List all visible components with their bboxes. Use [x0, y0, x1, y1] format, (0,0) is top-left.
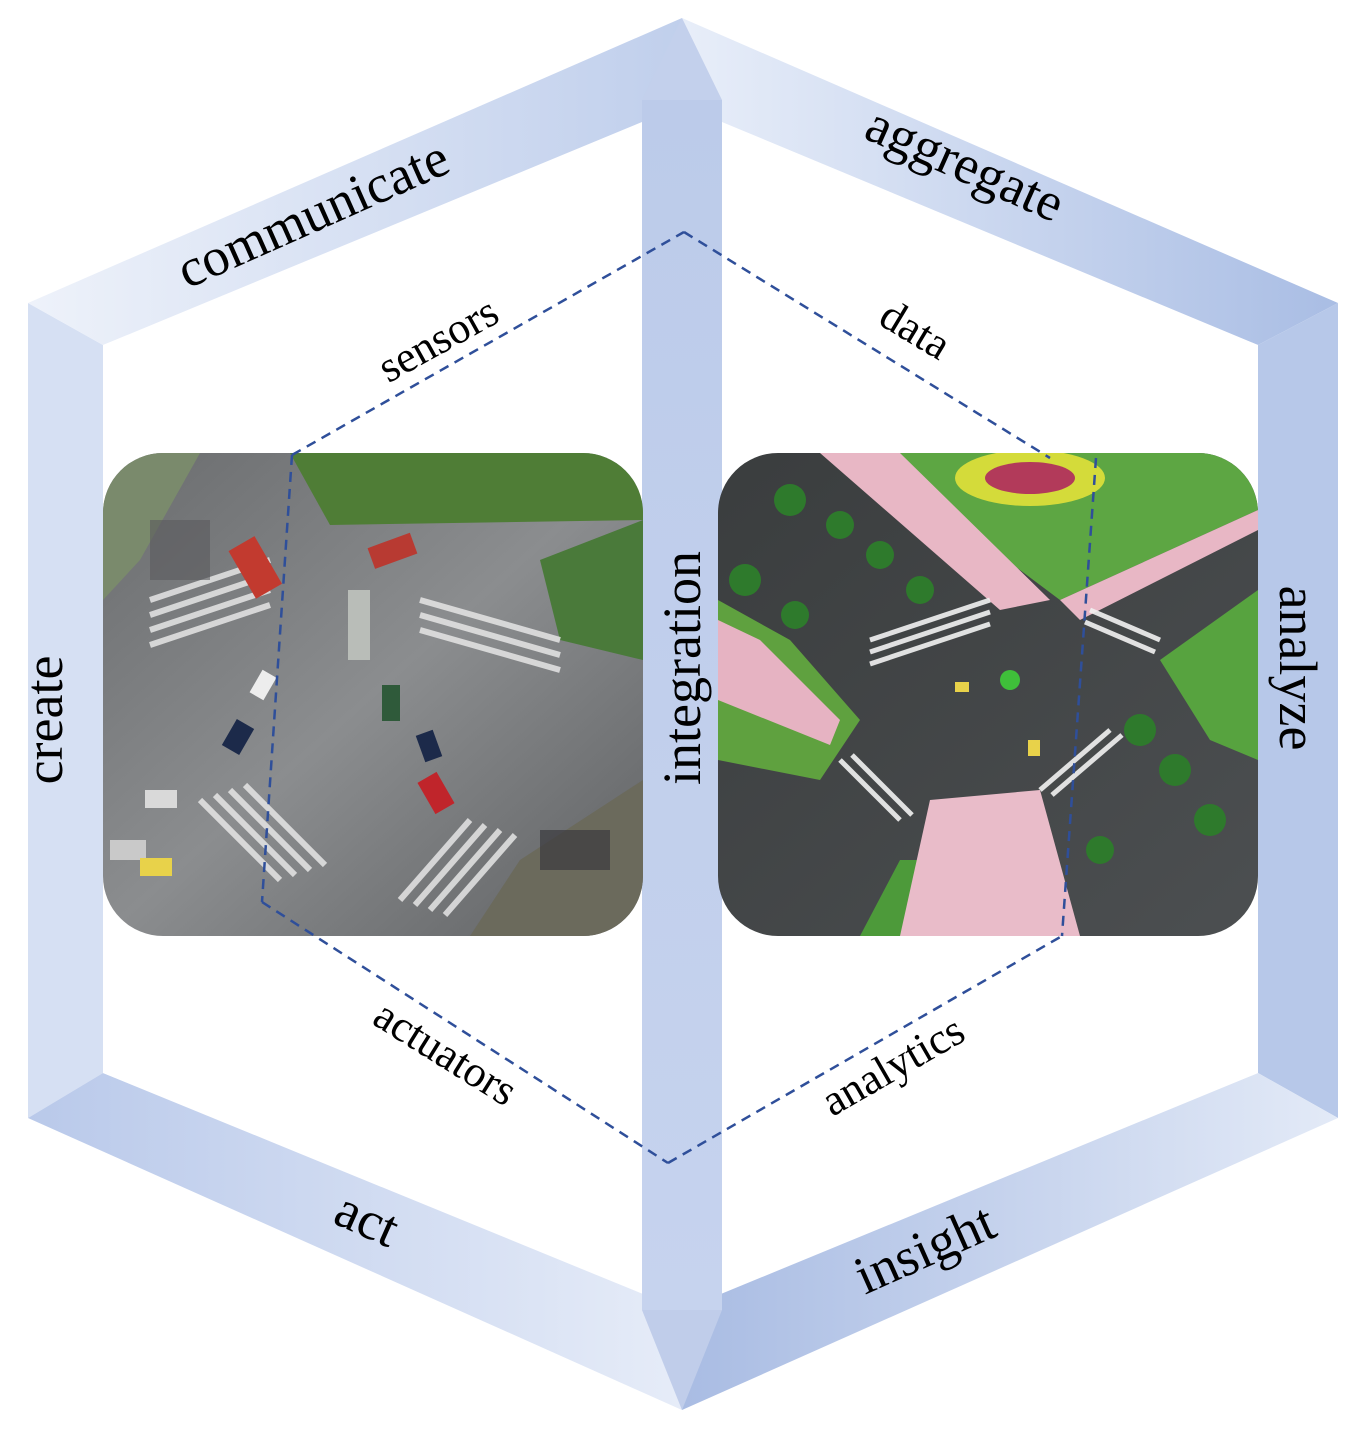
frame-center-top-notch: [642, 18, 722, 100]
frame-left-column: [28, 303, 103, 1118]
dashed-cube-outline: [260, 230, 1098, 1165]
frame-right-column: [1258, 303, 1338, 1118]
dash-edge-sensors: [291, 230, 685, 457]
label-analyze: analyze: [1268, 586, 1328, 751]
frame-center-column: [642, 100, 722, 1310]
frame-center-bottom-notch: [642, 1310, 722, 1410]
frame-top-right-band: [682, 18, 1338, 345]
label-create: create: [14, 656, 74, 785]
dash-edge-data: [683, 230, 1051, 460]
frame-top-left-band: [28, 18, 682, 345]
dash-edge-actuators: [261, 900, 669, 1165]
photo-real-intersection: [103, 453, 643, 936]
label-integration: integration: [652, 551, 712, 785]
dash-edge-left-vertical: [260, 454, 294, 903]
frame-bottom-left-band: [28, 1073, 682, 1410]
render-model-intersection: [718, 453, 1258, 936]
dash-edge-analytics: [667, 934, 1063, 1165]
dash-edge-right-vertical: [1060, 457, 1098, 937]
frame-bottom-right-band: [682, 1073, 1338, 1410]
